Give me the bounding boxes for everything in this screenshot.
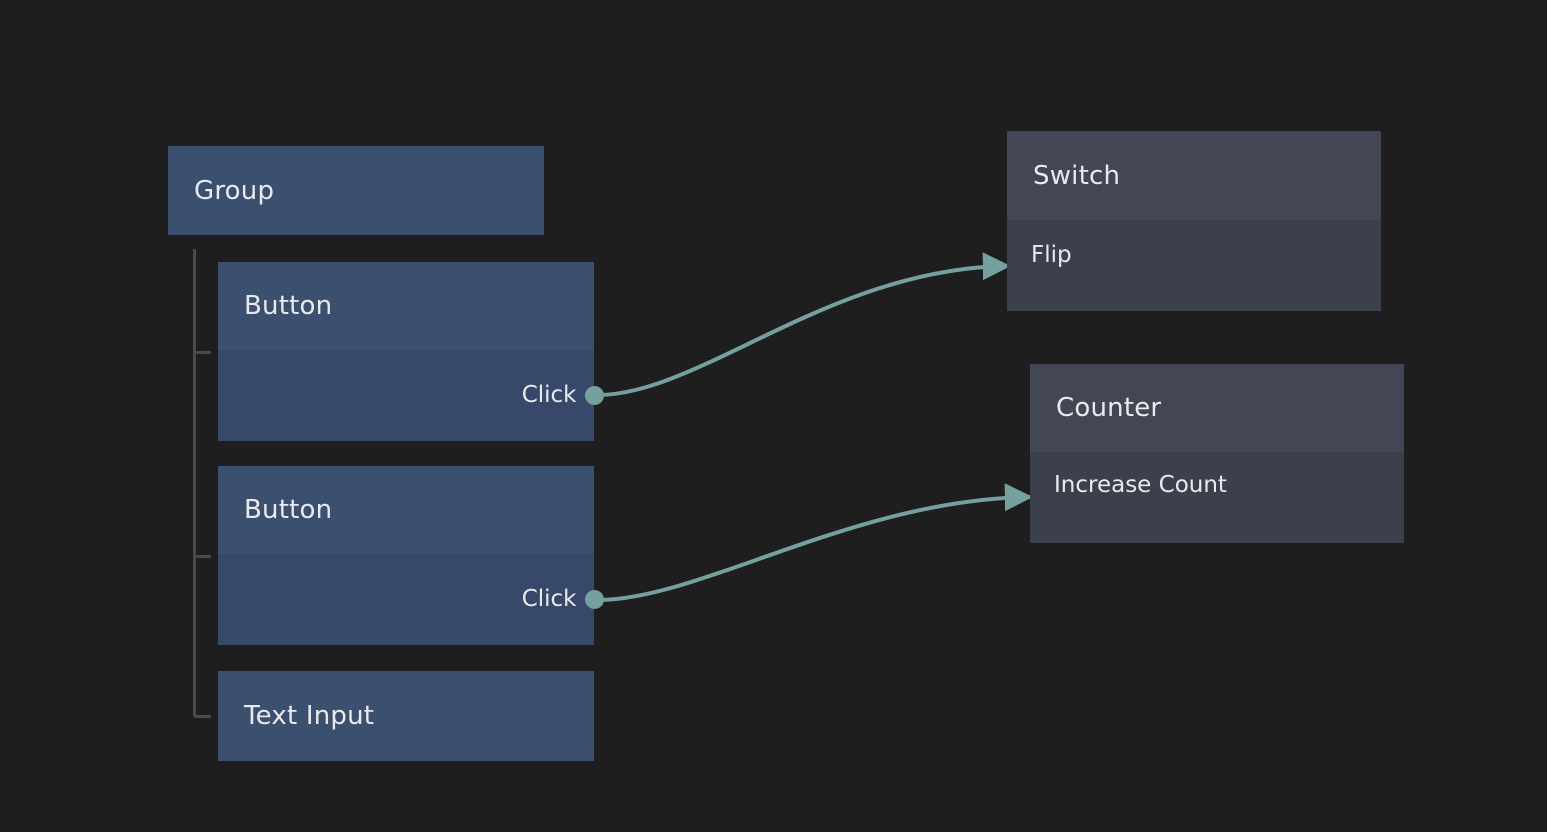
port-button-one-click[interactable]: Click <box>521 381 604 408</box>
port-button-two-click-label: Click <box>521 585 577 612</box>
node-text-input-header[interactable]: Text Input <box>218 671 594 761</box>
node-button-one-header[interactable]: Button <box>218 262 594 350</box>
node-group-title: Group <box>194 175 275 206</box>
port-switch-flip[interactable]: Flip <box>1007 243 1072 267</box>
node-switch-header[interactable]: Switch <box>1007 131 1381 220</box>
node-button-two-header[interactable]: Button <box>218 466 594 554</box>
node-switch-body[interactable]: Flip <box>1007 220 1381 311</box>
node-button-two-body[interactable]: Click <box>218 554 604 645</box>
port-button-two-click[interactable]: Click <box>521 585 604 612</box>
node-group[interactable]: Group <box>168 146 544 235</box>
node-text-input[interactable]: Text Input <box>218 671 594 761</box>
port-button-one-click-label: Click <box>521 381 577 408</box>
edge-click-to-increase-count <box>597 483 1033 602</box>
node-counter-header[interactable]: Counter <box>1030 364 1404 452</box>
node-button-one[interactable]: Button Click <box>218 262 604 441</box>
port-dot-output[interactable] <box>584 385 604 405</box>
node-counter-title: Counter <box>1056 393 1162 423</box>
node-text-input-title: Text Input <box>244 701 375 731</box>
port-switch-flip-label: Flip <box>1031 241 1072 268</box>
node-switch-title: Switch <box>1033 160 1121 191</box>
node-counter-body[interactable]: Increase Count <box>1030 452 1404 543</box>
node-button-two-title: Button <box>244 495 333 525</box>
edge-click-to-flip <box>597 252 1011 397</box>
port-counter-increase-count-label: Increase Count <box>1054 471 1227 498</box>
node-button-one-title: Button <box>244 291 333 321</box>
port-dot-output[interactable] <box>584 589 604 609</box>
node-button-two[interactable]: Button Click <box>218 466 604 645</box>
node-switch[interactable]: Switch Flip <box>1007 131 1381 311</box>
node-group-header[interactable]: Group <box>168 146 544 235</box>
node-button-one-body[interactable]: Click <box>218 350 604 441</box>
node-counter[interactable]: Counter Increase Count <box>1030 364 1404 543</box>
port-counter-increase-count[interactable]: Increase Count <box>1030 473 1227 497</box>
